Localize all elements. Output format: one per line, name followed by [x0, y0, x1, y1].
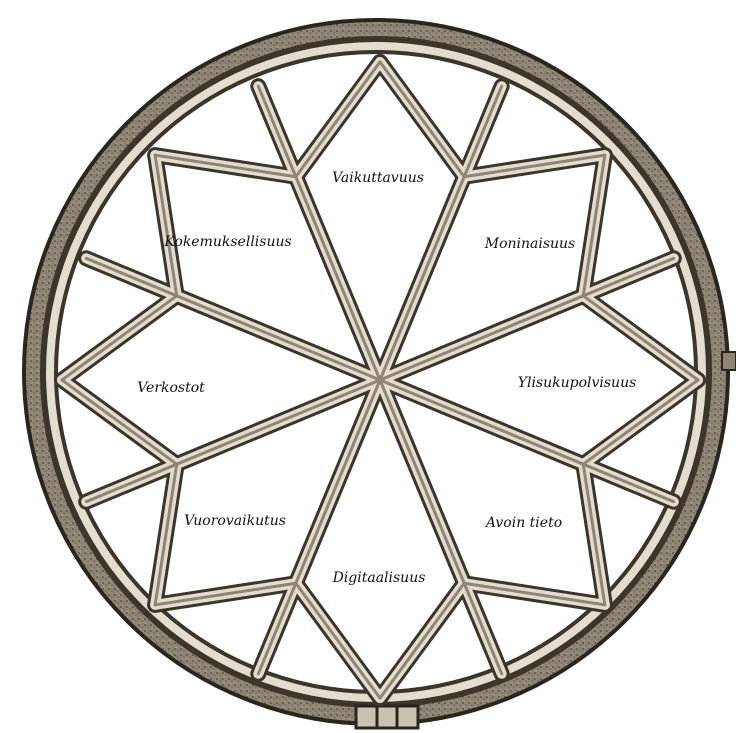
- label-moninaisuus: Moninaisuus: [484, 236, 576, 252]
- label-digitaalisuus: Digitaalisuus: [332, 570, 426, 586]
- label-vaikuttavuus: Vaikuttavuus: [332, 170, 424, 186]
- label-kokemuksellisuus: Kokemuksellisuus: [163, 234, 291, 250]
- label-vuorovaikutus: Vuorovaikutus: [184, 513, 286, 529]
- hinge: [356, 706, 418, 728]
- latch: [722, 352, 736, 370]
- label-avoin-tieto: Avoin tieto: [484, 515, 562, 531]
- label-verkostot: Verkostot: [137, 380, 205, 396]
- label-ylisukupolvisuus: Ylisukupolvisuus: [518, 375, 637, 391]
